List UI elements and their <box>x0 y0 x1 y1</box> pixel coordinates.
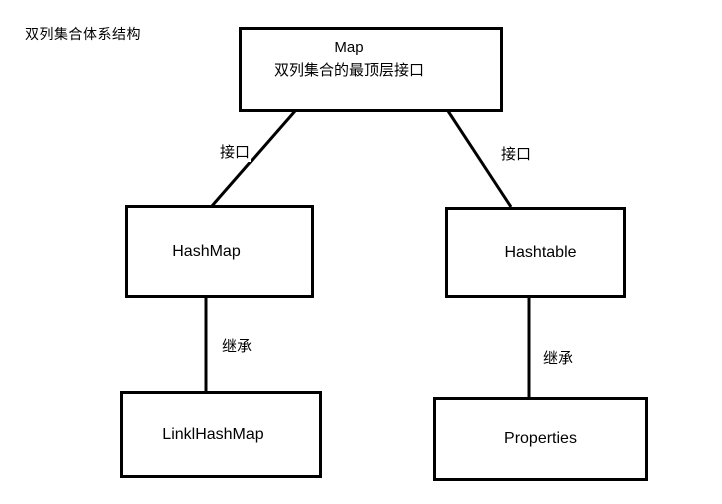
node-linklhashmap: LinklHashMap <box>120 391 322 478</box>
node-properties: Properties <box>433 397 648 481</box>
node-hashtable: Hashtable <box>445 207 626 298</box>
edge-label-hashtable-to-properties: 继承 <box>542 347 575 368</box>
edge-label-map-to-hashtable: 接口 <box>500 143 533 164</box>
edge-label-hashmap-to-linklhashmap: 继承 <box>221 335 254 356</box>
node-hashmap-label: HashMap <box>172 242 241 260</box>
node-map: Map 双列集合的最顶层接口 <box>239 27 503 112</box>
node-properties-label: Properties <box>504 430 577 447</box>
node-hashtable-label: Hashtable <box>504 243 577 261</box>
node-map-subtitle: 双列集合的最顶层接口 <box>273 62 424 79</box>
diagram-title: 双列集合体系结构 <box>25 26 141 42</box>
node-map-title: Map <box>334 39 364 56</box>
node-hashmap: HashMap <box>125 205 314 298</box>
node-linklhashmap-label: LinklHashMap <box>162 425 264 443</box>
edge-label-map-to-hashmap: 接口 <box>219 141 252 162</box>
node-map-text: Map 双列集合的最顶层接口 <box>274 30 424 82</box>
